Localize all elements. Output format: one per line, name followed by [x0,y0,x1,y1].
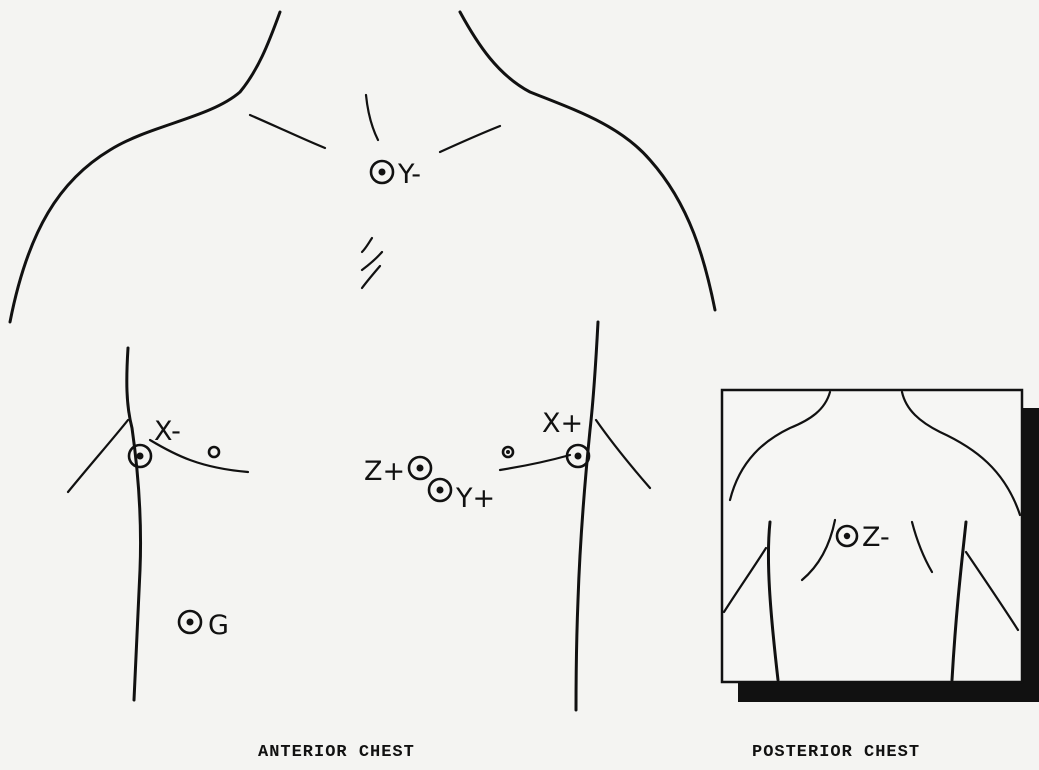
neck-right-line [460,12,715,310]
electrode-x-minus-label: X- [154,416,181,447]
left-torso-outline [127,348,141,700]
right-arm-line [596,420,650,488]
left-arm-line [68,420,128,492]
inset-shadow-bottom [738,682,1039,702]
sternum-mark-1 [362,238,372,252]
right-clavicle [440,126,500,152]
electrode-ground: G [179,610,229,641]
electrode-y-minus: Y- [371,159,421,190]
electrode-y-plus-label: Y+ [455,483,495,514]
electrode-z-plus-label: Z+ [364,456,405,487]
anterior-chest-caption: ANTERIOR CHEST [258,743,415,762]
electrode-x-plus-label: X+ [542,408,583,439]
electrode-x-plus: X+ [503,408,589,467]
neck-left-line [10,12,280,322]
sternal-notch-line [366,95,378,140]
right-torso-outline [576,322,598,710]
anterior-lower-torso [68,322,650,710]
electrode-y-minus-label: Y- [397,159,421,190]
electrode-z-plus: Z+ [364,456,431,487]
posterior-chest-caption: POSTERIOR CHEST [752,743,920,762]
anterior-upper-torso [10,12,715,322]
electrode-z-minus-label: Z- [862,522,890,553]
electrode-x-minus: X- [129,416,219,467]
electrode-y-plus: Y+ [429,479,495,514]
electrode-ground-label: G [208,610,229,641]
left-clavicle [250,115,325,148]
